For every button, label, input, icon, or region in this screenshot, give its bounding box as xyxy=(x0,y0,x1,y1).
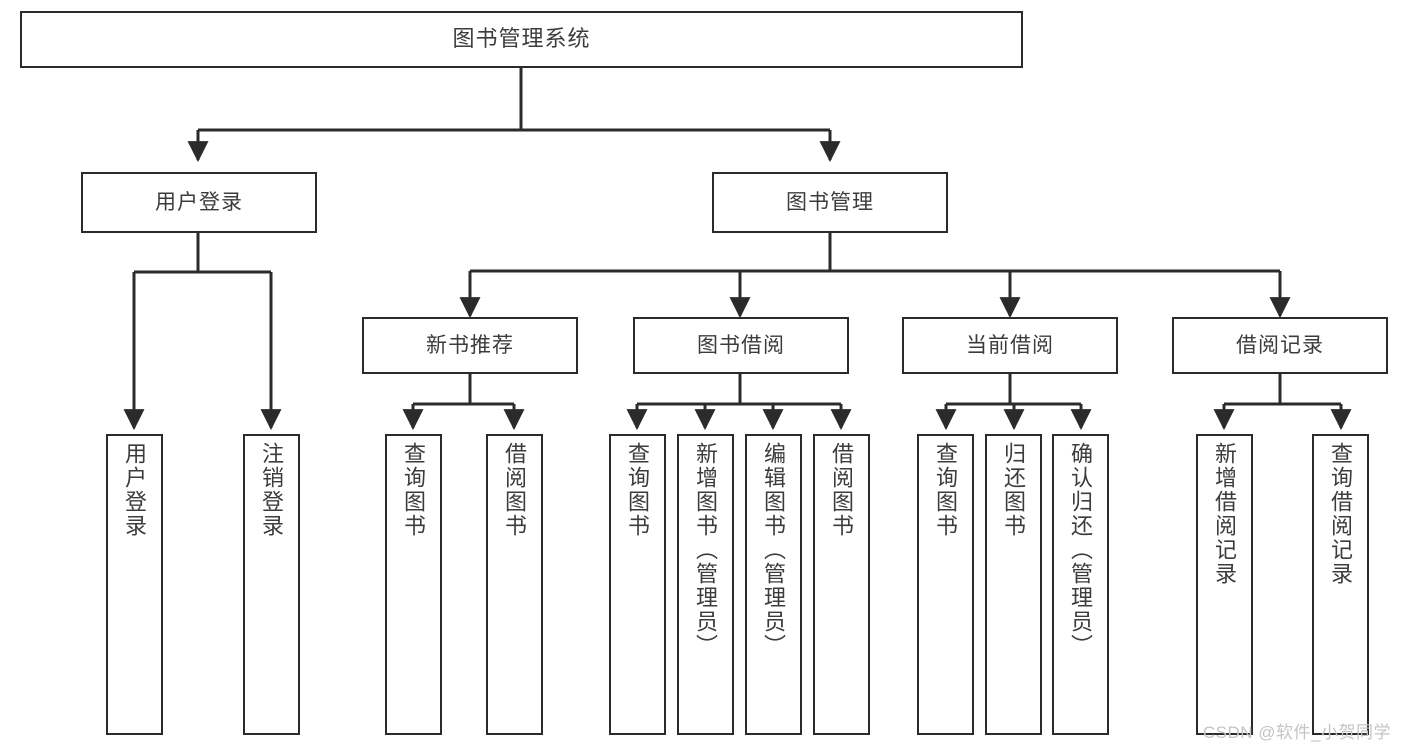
node-label: 借阅图书 xyxy=(829,442,855,538)
leaf-borrow-book-borrow[interactable]: 借阅图书 xyxy=(813,434,870,735)
leaf-confirm-return-admin[interactable]: 确认归还（管理员） xyxy=(1052,434,1109,735)
node-root-system[interactable]: 图书管理系统 xyxy=(20,11,1023,68)
node-label: 注销登录 xyxy=(259,442,285,538)
node-book-manage[interactable]: 图书管理 xyxy=(712,172,948,233)
node-label: 查询图书 xyxy=(401,442,427,538)
node-label: 借阅图书 xyxy=(502,442,528,538)
leaf-user-login[interactable]: 用户登录 xyxy=(106,434,163,735)
node-new-book-recommendation[interactable]: 新书推荐 xyxy=(362,317,578,374)
leaf-add-borrow-record[interactable]: 新增借阅记录 xyxy=(1196,434,1253,735)
node-label: 用户登录 xyxy=(155,190,243,214)
leaf-logout[interactable]: 注销登录 xyxy=(243,434,300,735)
leaf-return-book[interactable]: 归还图书 xyxy=(985,434,1042,735)
node-label: 图书借阅 xyxy=(697,333,785,357)
node-label: 归还图书 xyxy=(1001,442,1027,538)
node-label: 图书管理系统 xyxy=(452,26,591,52)
leaf-borrow-book-recommendation[interactable]: 借阅图书 xyxy=(486,434,543,735)
node-user-login[interactable]: 用户登录 xyxy=(81,172,317,233)
node-label: 当前借阅 xyxy=(966,333,1054,357)
leaf-query-book-current[interactable]: 查询图书 xyxy=(917,434,974,735)
node-label: 新增图书（管理员） xyxy=(693,442,719,658)
node-label: 图书管理 xyxy=(786,190,874,214)
node-label: 查询图书 xyxy=(625,442,651,538)
node-label: 用户登录 xyxy=(122,442,148,538)
node-label: 查询图书 xyxy=(933,442,959,538)
node-book-borrow[interactable]: 图书借阅 xyxy=(633,317,849,374)
leaf-query-book-recommendation[interactable]: 查询图书 xyxy=(385,434,442,735)
node-label: 新增借阅记录 xyxy=(1212,442,1238,586)
leaf-query-borrow-record[interactable]: 查询借阅记录 xyxy=(1312,434,1369,735)
node-label: 确认归还（管理员） xyxy=(1068,442,1094,658)
leaf-edit-book-admin[interactable]: 编辑图书（管理员） xyxy=(745,434,802,735)
csdn-watermark: CSDN @软件_小贺同学 xyxy=(1202,723,1391,742)
leaf-add-book-admin[interactable]: 新增图书（管理员） xyxy=(677,434,734,735)
node-label: 新书推荐 xyxy=(426,333,514,357)
node-label: 查询借阅记录 xyxy=(1328,442,1354,586)
node-label: 借阅记录 xyxy=(1236,333,1324,357)
node-borrow-record[interactable]: 借阅记录 xyxy=(1172,317,1388,374)
node-label: 编辑图书（管理员） xyxy=(761,442,787,658)
node-current-borrow[interactable]: 当前借阅 xyxy=(902,317,1118,374)
leaf-query-book-borrow[interactable]: 查询图书 xyxy=(609,434,666,735)
